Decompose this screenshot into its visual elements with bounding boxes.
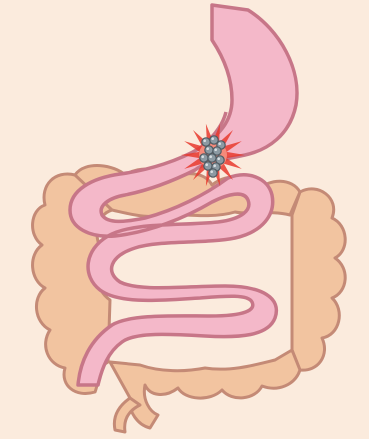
stone-highlight — [209, 155, 212, 158]
stone-highlight — [201, 155, 204, 158]
stone-highlight — [203, 139, 206, 142]
stone-highlight — [218, 142, 221, 145]
stone-highlight — [217, 157, 220, 160]
stone — [209, 169, 217, 177]
stone-highlight — [213, 164, 216, 167]
stone-highlight — [205, 163, 208, 166]
stone — [205, 146, 213, 154]
stone — [200, 154, 208, 162]
stone-highlight — [206, 147, 209, 150]
stone-highlight — [211, 137, 214, 140]
stone-highlight — [210, 170, 213, 173]
stone-highlight — [214, 148, 217, 151]
stone — [208, 154, 216, 162]
stone — [202, 138, 210, 146]
